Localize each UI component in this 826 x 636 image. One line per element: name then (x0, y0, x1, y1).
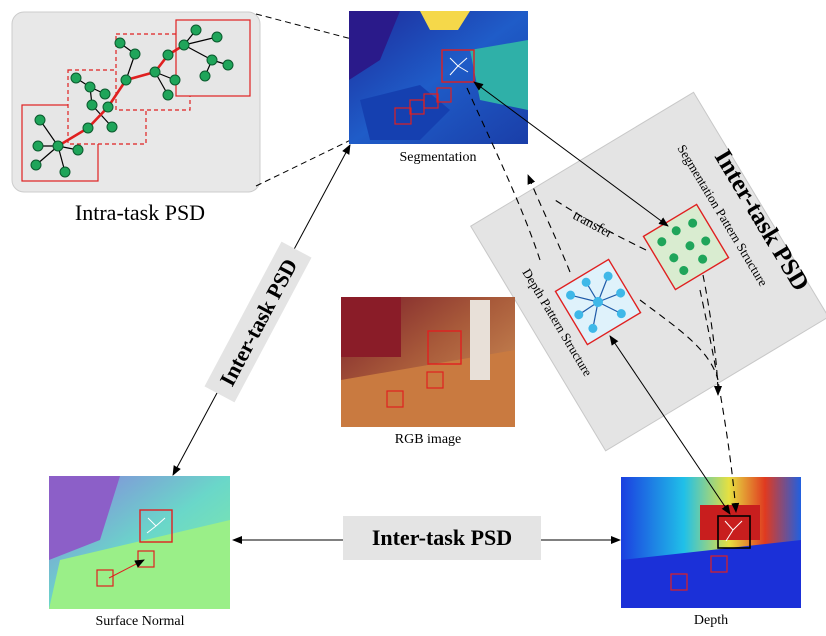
seg-to-segpattern-arrow (473, 81, 669, 227)
rgb-caption: RGB image (395, 432, 462, 447)
inter-task-left-box: Inter-task PSD (204, 241, 312, 403)
surface-normal-caption: Surface Normal (95, 614, 184, 629)
depth-image (621, 477, 801, 608)
seg-to-depth-dashed-2 (699, 289, 740, 513)
segmentation-image (349, 11, 528, 144)
zoom-line-top (255, 13, 441, 63)
depth-caption: Depth (694, 613, 728, 628)
depth-pattern-box (554, 258, 642, 346)
surface-normal-image (49, 476, 230, 609)
depthpattern-dashed (639, 299, 719, 381)
rgb-image (341, 297, 515, 427)
depthpattern-to-depth-arrow (609, 335, 731, 515)
inter-task-left-label: Inter-task PSD (214, 254, 302, 390)
inter-task-bottom-box: Inter-task PSD (343, 516, 541, 560)
segmentation-caption: Segmentation (400, 150, 477, 165)
transfer-dashed-arrow (527, 174, 571, 273)
intra-task-caption: Intra-task PSD (75, 200, 205, 225)
seg-transfer-dashed (554, 199, 647, 251)
inter-task-bottom-label: Inter-task PSD (372, 525, 512, 550)
intra-task-panel (11, 11, 261, 193)
seg-to-depth-dashed-1 (702, 274, 722, 396)
